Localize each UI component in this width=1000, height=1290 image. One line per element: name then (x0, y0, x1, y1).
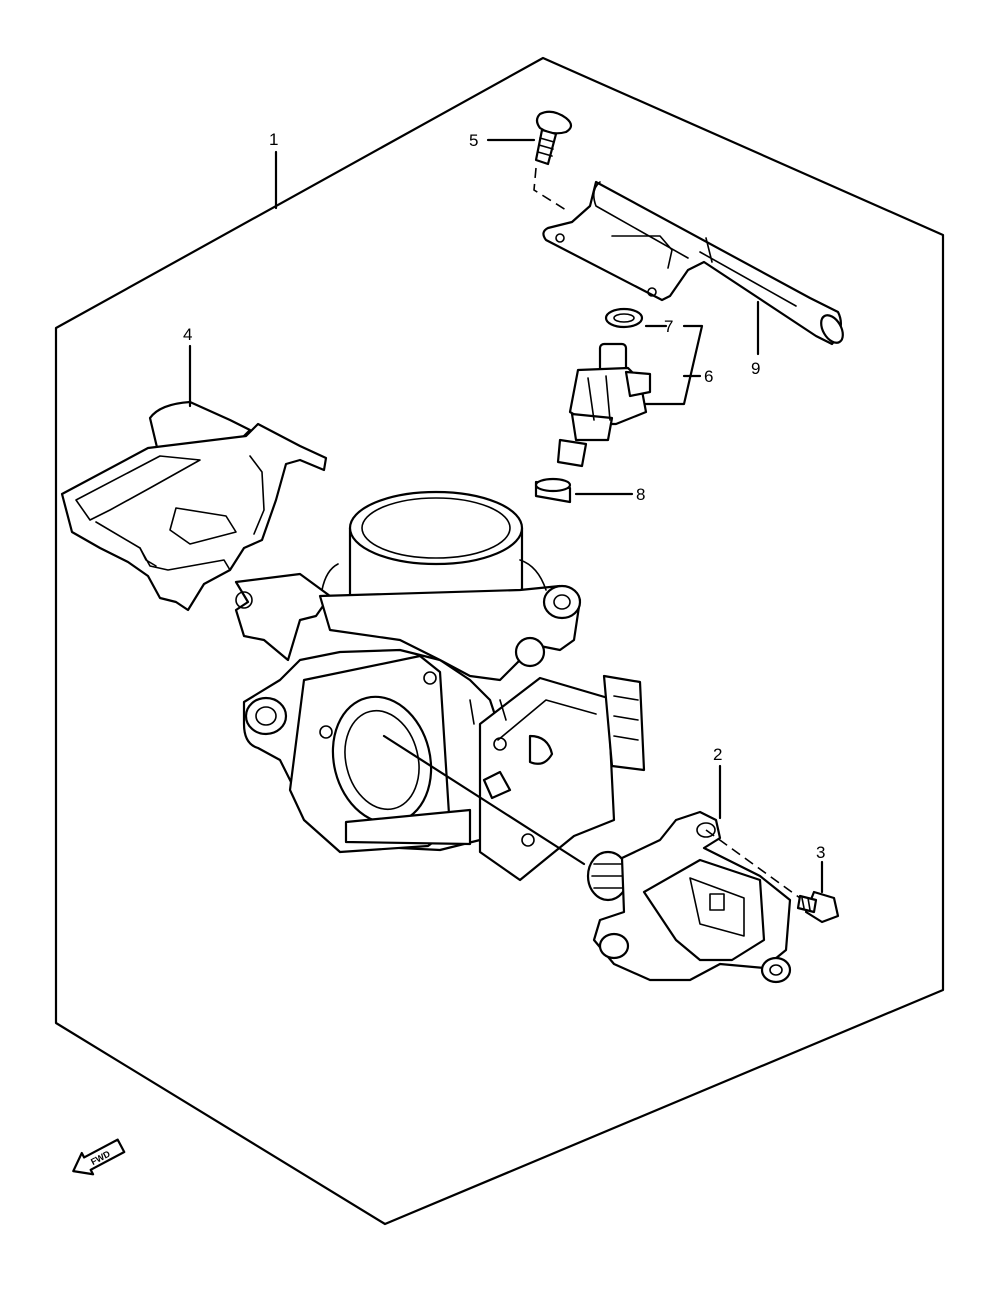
callout-1: 1 (269, 130, 278, 149)
callout-8: 8 (636, 485, 645, 504)
screw-part-5 (534, 110, 573, 166)
mounting-bracket-part-4 (60, 400, 328, 612)
fuel-delivery-pipe (542, 180, 844, 346)
callout-9: 9 (751, 359, 760, 378)
bolt-3-guide-line (705, 829, 801, 899)
screw-5-guide-line (533, 167, 567, 211)
callout-3: 3 (816, 843, 825, 862)
callout-7: 7 (664, 317, 673, 336)
assembly-outline (54, 56, 945, 1226)
callout-5: 5 (469, 131, 478, 150)
callout-4: 4 (183, 325, 192, 344)
leader-lines (188, 138, 824, 894)
o-ring-part-7 (604, 307, 644, 329)
throttle-body-main (234, 490, 646, 882)
fwd-direction-arrow: FWD (72, 1138, 126, 1176)
seal-part-8 (534, 477, 572, 504)
callout-2: 2 (713, 745, 722, 764)
fuel-injector-part-6 (556, 342, 652, 468)
idle-air-control-valve-part-2 (586, 810, 792, 984)
callout-6: 6 (704, 367, 713, 386)
bolt-part-3 (796, 890, 840, 924)
